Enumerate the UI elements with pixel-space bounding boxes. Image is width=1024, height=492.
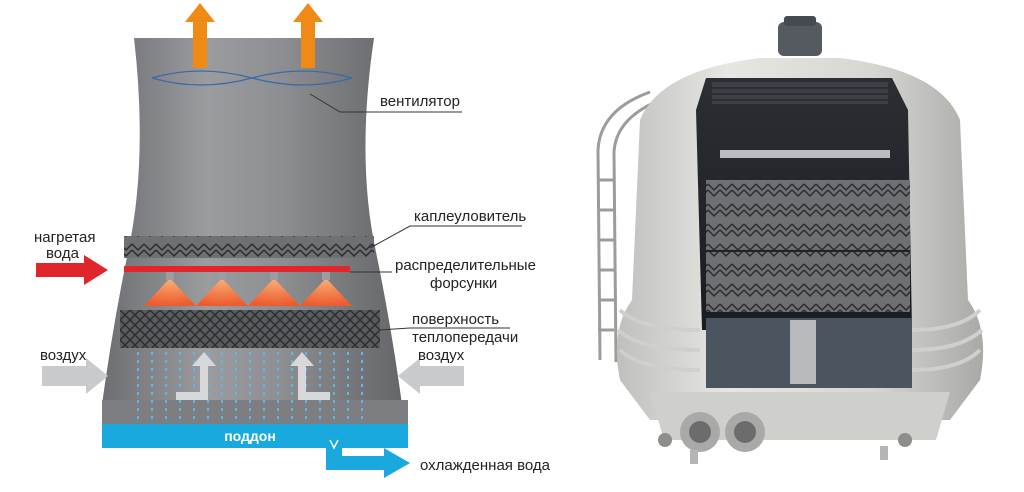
air-left-label: воздух: [40, 347, 87, 364]
cooling-tower-unit-illustration: [596, 16, 984, 464]
fan-label: вентилятор: [380, 93, 460, 110]
fill-label-line1: поверхность: [412, 311, 499, 328]
hot-water-label-line1: нагретая: [34, 229, 95, 246]
air-inlet-left-icon: [42, 358, 108, 394]
nozzles-label-line1: распределительные: [395, 257, 536, 274]
heat-transfer-fill: [120, 310, 380, 348]
drift-eliminator: [124, 236, 374, 258]
cooled-water-label: охлажденная вода: [420, 457, 551, 474]
inner-air-arrow-icon: [176, 352, 330, 400]
tower-base: [102, 400, 408, 424]
air-right-label: воздух: [418, 347, 465, 364]
air-inlet-right-icon: [398, 358, 464, 394]
basin-label: поддон: [224, 428, 276, 444]
water-droplets: [137, 352, 363, 420]
basin: [102, 424, 408, 448]
cooled-water-outlet-icon: [326, 440, 410, 478]
nozzles-label-line2: форсунки: [430, 275, 497, 292]
fan-icon: [151, 70, 353, 86]
distribution-pipe: [124, 266, 350, 272]
hot-water-label-line2: вода: [46, 245, 80, 262]
tower-body: [102, 38, 402, 405]
nozzle-sprays: [144, 272, 352, 306]
exhaust-arrow-icon: [293, 3, 323, 68]
exhaust-arrow-icon: [185, 3, 215, 68]
fill-label-line2: теплопередачи: [412, 329, 518, 346]
drift-eliminator-label: каплеуловитель: [414, 208, 526, 225]
hot-water-inlet-icon: [36, 255, 108, 285]
